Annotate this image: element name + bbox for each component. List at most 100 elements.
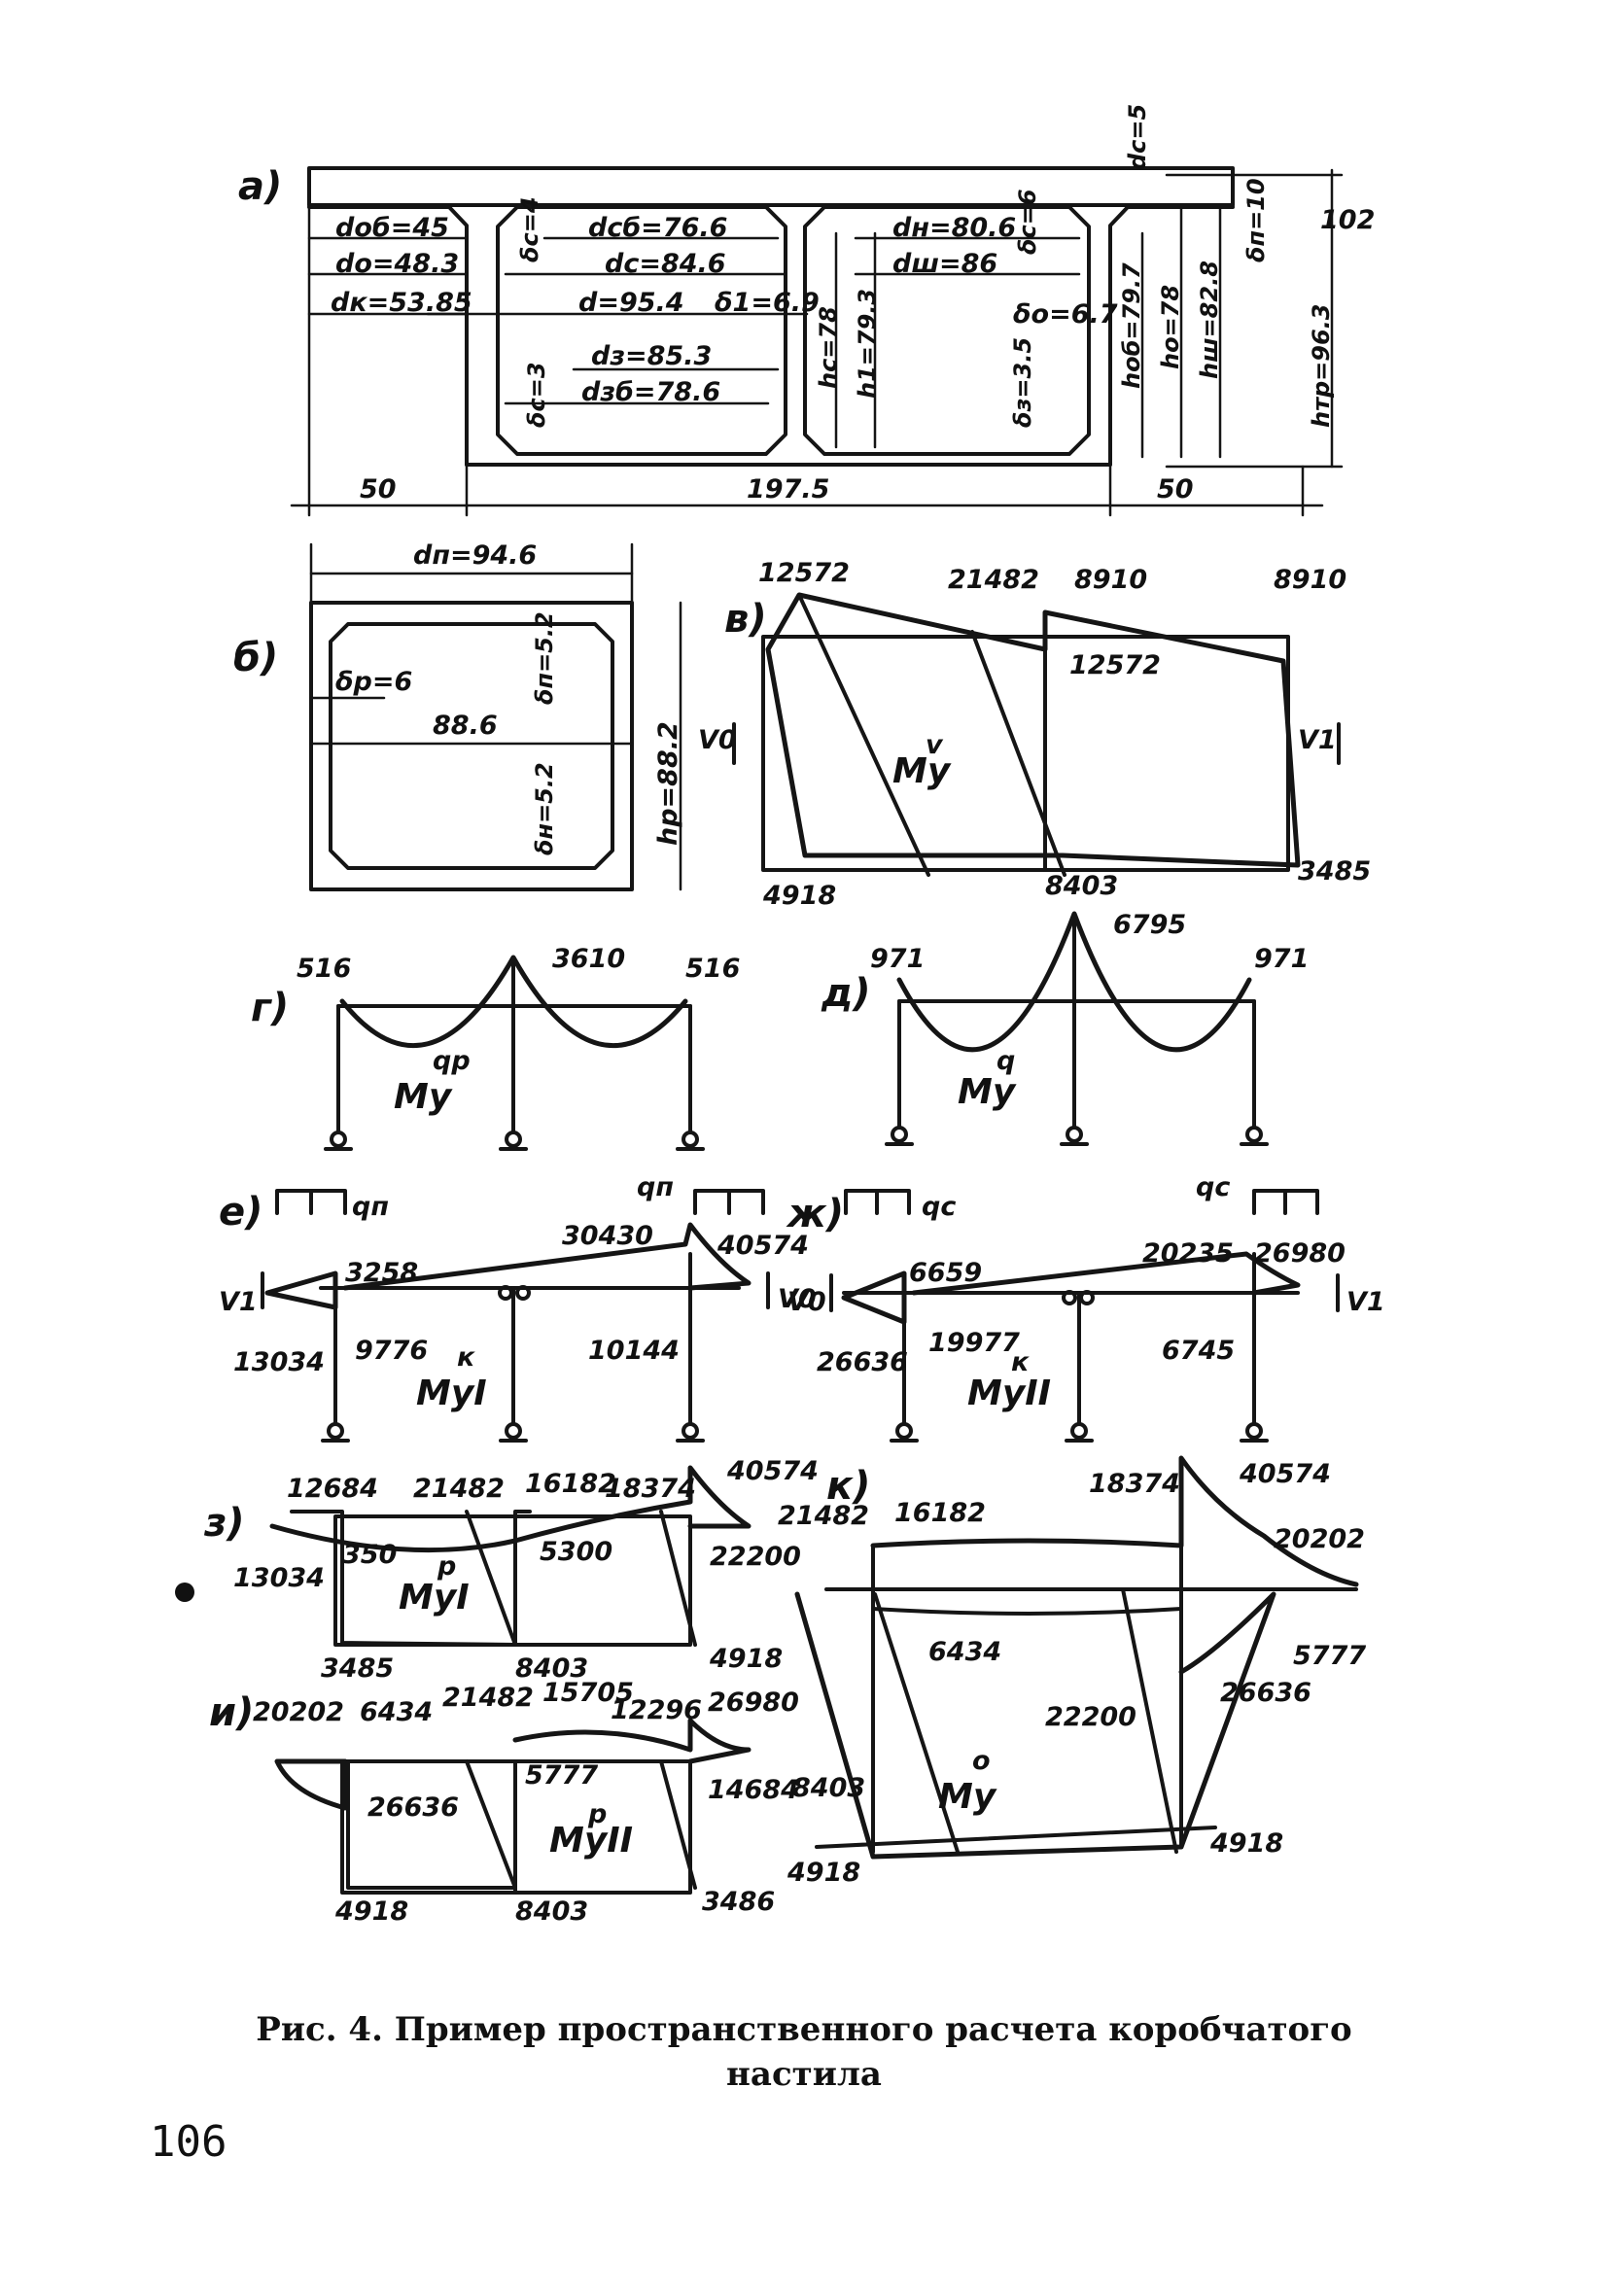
moment-diagram-z-rect bbox=[290, 1510, 532, 1647]
moment-diagram-v bbox=[765, 592, 1301, 868]
panel-zh-label: ж) bbox=[786, 1192, 844, 1236]
panel-g-moment-qp: г) 516 3610 516 Mу qр bbox=[251, 944, 740, 1151]
dim-delta-p-b: δп=5.2 bbox=[531, 611, 558, 705]
g-val-3610: 3610 bbox=[552, 944, 625, 974]
panel-z-moment-p1: з) 12684 21482 16182 18374 40574 13034 3… bbox=[203, 1456, 819, 1684]
frame-z bbox=[333, 1514, 692, 1647]
dim-delta0: δо=6.7 bbox=[1013, 299, 1118, 330]
k-moment-sup: о bbox=[972, 1746, 991, 1776]
dim-delta1: δ1=6.9 bbox=[715, 288, 820, 318]
v-val-21482: 21482 bbox=[948, 565, 1039, 595]
z-val-13034: 13034 bbox=[233, 1563, 325, 1593]
frame-v bbox=[761, 635, 1290, 872]
moment-diagram-k-frame bbox=[871, 1544, 1183, 1854]
panel-e-label: е) bbox=[219, 1190, 262, 1235]
moment-diagram-zh bbox=[841, 1251, 1301, 1325]
figure-caption-line2: настила bbox=[726, 2055, 882, 2094]
panel-v-moment-mv: в) 12572 21482 8910 8910 12572 4918 8403… bbox=[724, 558, 1371, 911]
dim-delta-c4: δс=4 bbox=[516, 196, 543, 262]
e-force-v0: V0 bbox=[778, 1284, 817, 1314]
dim-h1: h1=79.3 bbox=[854, 289, 881, 399]
z-val-18374: 18374 bbox=[605, 1474, 696, 1504]
dimension-lines bbox=[290, 168, 1344, 517]
z-val-22200: 22200 bbox=[710, 1542, 801, 1572]
span-right: 50 bbox=[1157, 474, 1194, 504]
load-zh-right bbox=[1252, 1189, 1319, 1215]
e-moment-symbol: MуI bbox=[416, 1374, 487, 1413]
dim-102: 102 bbox=[1320, 205, 1375, 235]
d-moment-sup: q bbox=[996, 1046, 1015, 1076]
zh-force-v1: V1 bbox=[1346, 1287, 1385, 1317]
e-val-13034: 13034 bbox=[233, 1347, 325, 1377]
zh-val-26980: 26980 bbox=[1254, 1238, 1346, 1269]
dim-dz: dз=85.3 bbox=[591, 341, 712, 371]
panel-v-label: в) bbox=[724, 597, 767, 642]
e-val-10144: 10144 bbox=[588, 1336, 680, 1366]
v-val-4918: 4918 bbox=[762, 881, 836, 911]
zh-val-6659: 6659 bbox=[909, 1258, 982, 1288]
k-val-40574: 40574 bbox=[1239, 1459, 1331, 1489]
i-val-12296: 12296 bbox=[611, 1695, 702, 1725]
dim-hob: hоб=79.7 bbox=[1118, 262, 1145, 389]
k-val-4918-left: 4918 bbox=[787, 1858, 860, 1888]
moment-diagram-i bbox=[274, 1718, 752, 1811]
k-moment-symbol: Mу bbox=[938, 1777, 997, 1817]
load-e-right bbox=[693, 1189, 765, 1215]
box-cell-2 bbox=[803, 205, 1091, 456]
g-val-516-right: 516 bbox=[685, 954, 740, 984]
dim-delta-z: δз=3.5 bbox=[1009, 337, 1036, 428]
panel-i-moment-p2: и) 20202 6434 21482 15705 12296 26980 26… bbox=[209, 1678, 799, 1927]
panel-zh-moment-k2: ж) qс qс 6659 26636 19977 20235 26980 67… bbox=[786, 1172, 1385, 1443]
panel-d-moment-q: д) 971 6795 971 Mу q bbox=[821, 910, 1309, 1146]
e-val-30430: 30430 bbox=[562, 1221, 653, 1251]
v-val-12572-mid: 12572 bbox=[1069, 650, 1161, 680]
dim-dzb: dзб=78.6 bbox=[581, 377, 720, 407]
dim-ds: dс=84.6 bbox=[605, 249, 726, 279]
z-val-12684: 12684 bbox=[287, 1474, 378, 1504]
k-val-26636: 26636 bbox=[1220, 1678, 1311, 1708]
dim-delta-c3: δс=3 bbox=[523, 362, 550, 428]
page-number: 106 bbox=[150, 2117, 227, 2167]
z-val-8403: 8403 bbox=[515, 1653, 588, 1684]
v-val-8910-mid: 8910 bbox=[1074, 565, 1147, 595]
dim-delta-c: δс=6 bbox=[1014, 189, 1041, 255]
load-e-left bbox=[275, 1189, 347, 1215]
panel-z-label: з) bbox=[203, 1501, 245, 1546]
d-val-971-left: 971 bbox=[870, 944, 925, 974]
panel-e-moment-k1: е) qп qп 3258 13034 9776 30430 40574 101… bbox=[219, 1172, 817, 1443]
panel-k-moment-o: к) 21482 16182 18374 40574 20202 6434 22… bbox=[778, 1455, 1366, 1888]
k-val-8403: 8403 bbox=[792, 1773, 865, 1803]
dim-hsh: hш=82.8 bbox=[1196, 261, 1223, 379]
moment-diagram-g bbox=[339, 955, 688, 1049]
v-force-v1: V1 bbox=[1298, 725, 1337, 755]
k-val-5777: 5777 bbox=[1293, 1641, 1366, 1671]
zh-val-26636: 26636 bbox=[817, 1347, 908, 1377]
z-val-40574: 40574 bbox=[726, 1456, 819, 1486]
panel-d-label: д) bbox=[821, 971, 871, 1016]
dim-hp: hр=88.2 bbox=[653, 721, 683, 846]
dim-htr: hтр=96.3 bbox=[1308, 304, 1335, 429]
v-moment-symbol: Mу bbox=[892, 751, 952, 791]
g-moment-symbol: Mу bbox=[394, 1077, 453, 1117]
dim-dsh: dш=86 bbox=[892, 249, 997, 279]
dim-dc5: dс=5 bbox=[1124, 104, 1151, 170]
moment-diagram-z bbox=[269, 1465, 752, 1553]
figure-caption-line1: Рис. 4. Пример пространственного расчета… bbox=[256, 2010, 1352, 2049]
moment-diagram-d bbox=[896, 911, 1252, 1053]
i-moment-symbol: MуII bbox=[549, 1821, 633, 1861]
dim-do: dо=48.3 bbox=[335, 249, 459, 279]
dim-inner-width: 88.6 bbox=[433, 711, 498, 741]
e-load-qn-left: qп bbox=[352, 1192, 389, 1222]
k-val-6434: 6434 bbox=[928, 1637, 1001, 1667]
panel-k-label: к) bbox=[826, 1464, 870, 1509]
i-val-4918: 4918 bbox=[334, 1896, 408, 1927]
dim-dp: dп=94.6 bbox=[413, 540, 537, 571]
zh-load-qc-right: qс bbox=[1196, 1172, 1230, 1202]
k-val-21482: 21482 bbox=[778, 1501, 869, 1531]
e-val-3258: 3258 bbox=[345, 1258, 418, 1288]
e-val-9776: 9776 bbox=[355, 1336, 428, 1366]
force-v0-b: V0 bbox=[698, 725, 737, 755]
panel-i-label: и) bbox=[209, 1690, 254, 1735]
span-left: 50 bbox=[360, 474, 397, 504]
k-val-4918-right: 4918 bbox=[1209, 1828, 1283, 1859]
